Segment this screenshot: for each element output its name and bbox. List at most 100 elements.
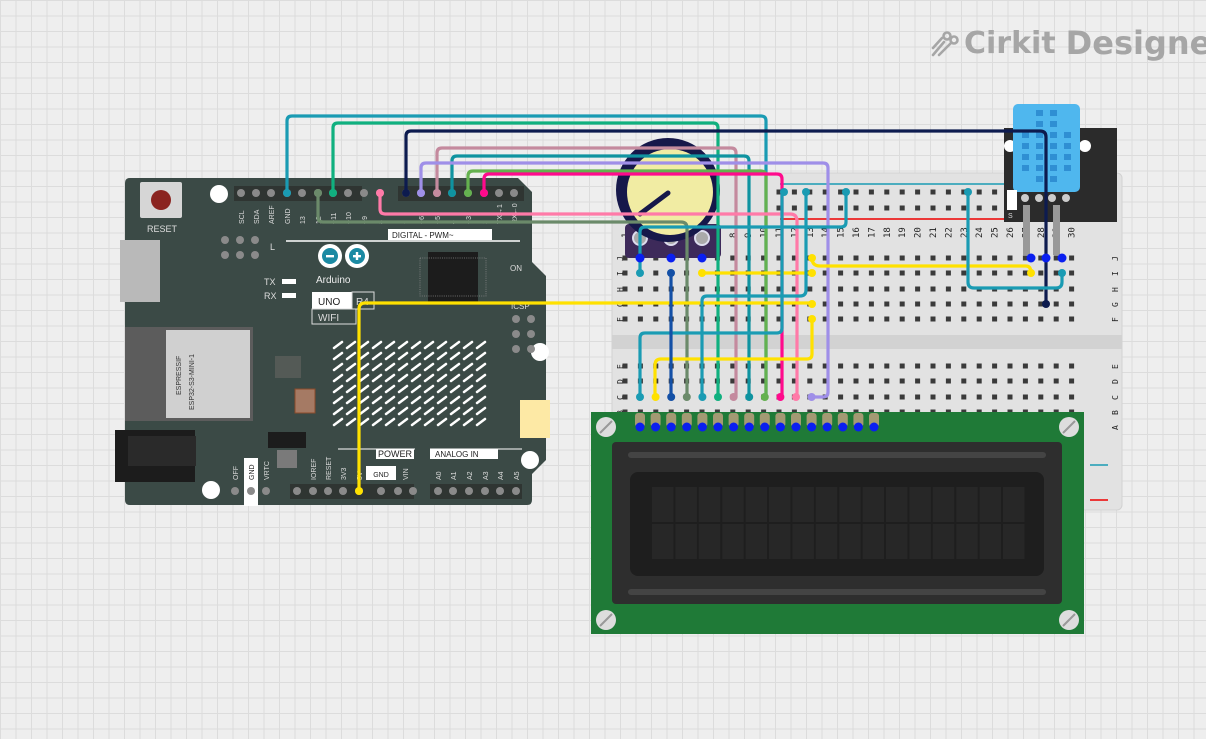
wire-endpoint[interactable] <box>651 393 660 401</box>
header-pin[interactable] <box>298 189 306 197</box>
wire[interactable] <box>404 129 1048 306</box>
wire-endpoint[interactable] <box>355 487 363 495</box>
breadboard-hole[interactable] <box>930 316 936 322</box>
breadboard-hole[interactable] <box>1053 301 1059 307</box>
wire-endpoint[interactable] <box>964 188 972 196</box>
breadboard-hole[interactable] <box>884 270 890 276</box>
breadboard-hole[interactable] <box>930 286 936 292</box>
breadboard-hole[interactable] <box>791 378 797 384</box>
breadboard-hole[interactable] <box>791 316 797 322</box>
header-pin[interactable] <box>496 487 504 495</box>
breadboard-hole[interactable] <box>899 363 905 369</box>
breadboard-hole[interactable] <box>945 255 951 261</box>
breadboard-hole[interactable] <box>899 316 905 322</box>
wire-endpoint[interactable] <box>808 315 816 323</box>
breadboard-hole[interactable] <box>884 378 890 384</box>
breadboard-hole[interactable] <box>622 286 628 292</box>
rail-hole[interactable] <box>791 205 797 211</box>
breadboard-hole[interactable] <box>976 270 982 276</box>
breadboard-hole[interactable] <box>822 363 828 369</box>
breadboard-hole[interactable] <box>961 286 967 292</box>
breadboard-hole[interactable] <box>961 270 967 276</box>
breadboard-hole[interactable] <box>853 286 859 292</box>
wire-endpoint[interactable] <box>417 189 425 197</box>
breadboard-hole[interactable] <box>1069 378 1075 384</box>
breadboard-hole[interactable] <box>1069 301 1075 307</box>
breadboard-hole[interactable] <box>930 394 936 400</box>
breadboard-hole[interactable] <box>730 255 736 261</box>
breadboard-hole[interactable] <box>1038 378 1044 384</box>
breadboard-hole[interactable] <box>1053 363 1059 369</box>
breadboard-hole[interactable] <box>853 255 859 261</box>
breadboard-hole[interactable] <box>776 316 782 322</box>
header-pin[interactable] <box>309 487 317 495</box>
breadboard-hole[interactable] <box>761 363 767 369</box>
wire[interactable] <box>285 114 768 399</box>
lcd-pin[interactable] <box>729 422 739 432</box>
breadboard-hole[interactable] <box>1022 270 1028 276</box>
breadboard-hole[interactable] <box>899 301 905 307</box>
breadboard-hole[interactable] <box>853 378 859 384</box>
header-pin[interactable] <box>394 487 402 495</box>
breadboard-hole[interactable] <box>1007 394 1013 400</box>
rail-hole[interactable] <box>930 205 936 211</box>
breadboard-hole[interactable] <box>899 270 905 276</box>
wire-endpoint[interactable] <box>698 269 706 277</box>
breadboard-hole[interactable] <box>868 270 874 276</box>
rail-hole[interactable] <box>899 189 905 195</box>
wire-endpoint[interactable] <box>802 188 810 196</box>
rail-hole[interactable] <box>776 189 782 195</box>
header-pin[interactable] <box>377 487 385 495</box>
breadboard-hole[interactable] <box>730 378 736 384</box>
header-pin[interactable] <box>262 487 270 495</box>
lcd-pin[interactable] <box>651 422 661 432</box>
rail-hole[interactable] <box>961 205 967 211</box>
header-pin[interactable] <box>481 487 489 495</box>
wire-endpoint[interactable] <box>745 393 754 401</box>
header-pin[interactable] <box>324 487 332 495</box>
breadboard-hole[interactable] <box>761 378 767 384</box>
breadboard-hole[interactable] <box>822 316 828 322</box>
breadboard-hole[interactable] <box>961 316 967 322</box>
breadboard-hole[interactable] <box>945 378 951 384</box>
wire[interactable] <box>700 190 808 399</box>
header-pin[interactable] <box>449 487 457 495</box>
breadboard-hole[interactable] <box>915 363 921 369</box>
breadboard-hole[interactable] <box>976 363 982 369</box>
rail-hole[interactable] <box>822 189 828 195</box>
wire-endpoint[interactable] <box>1057 253 1067 263</box>
wire[interactable] <box>331 121 720 399</box>
rail-hole[interactable] <box>945 189 951 195</box>
rail-hole[interactable] <box>915 189 921 195</box>
breadboard-hole[interactable] <box>1038 363 1044 369</box>
wire[interactable] <box>378 191 799 399</box>
breadboard-hole[interactable] <box>884 286 890 292</box>
breadboard-hole[interactable] <box>992 270 998 276</box>
rail-hole[interactable] <box>822 205 828 211</box>
wire[interactable] <box>966 190 1064 290</box>
wire-endpoint[interactable] <box>283 189 291 197</box>
lcd-pin[interactable] <box>744 422 754 432</box>
rail-hole[interactable] <box>853 189 859 195</box>
header-pin[interactable] <box>293 487 301 495</box>
breadboard-hole[interactable] <box>822 301 828 307</box>
breadboard-hole[interactable] <box>1007 301 1013 307</box>
rail-hole[interactable] <box>992 189 998 195</box>
rail-hole[interactable] <box>838 189 844 195</box>
breadboard-hole[interactable] <box>838 301 844 307</box>
wire[interactable] <box>435 146 738 399</box>
breadboard-hole[interactable] <box>930 378 936 384</box>
breadboard-hole[interactable] <box>791 286 797 292</box>
breadboard-hole[interactable] <box>868 316 874 322</box>
breadboard-hole[interactable] <box>976 301 982 307</box>
breadboard-hole[interactable] <box>1069 363 1075 369</box>
breadboard-hole[interactable] <box>838 255 844 261</box>
header-pin[interactable] <box>267 189 275 197</box>
rail-hole[interactable] <box>838 205 844 211</box>
wire-endpoint[interactable] <box>480 189 488 197</box>
breadboard-hole[interactable] <box>992 378 998 384</box>
breadboard-hole[interactable] <box>915 316 921 322</box>
rail-hole[interactable] <box>884 189 890 195</box>
lcd-16x2[interactable] <box>591 412 1084 634</box>
